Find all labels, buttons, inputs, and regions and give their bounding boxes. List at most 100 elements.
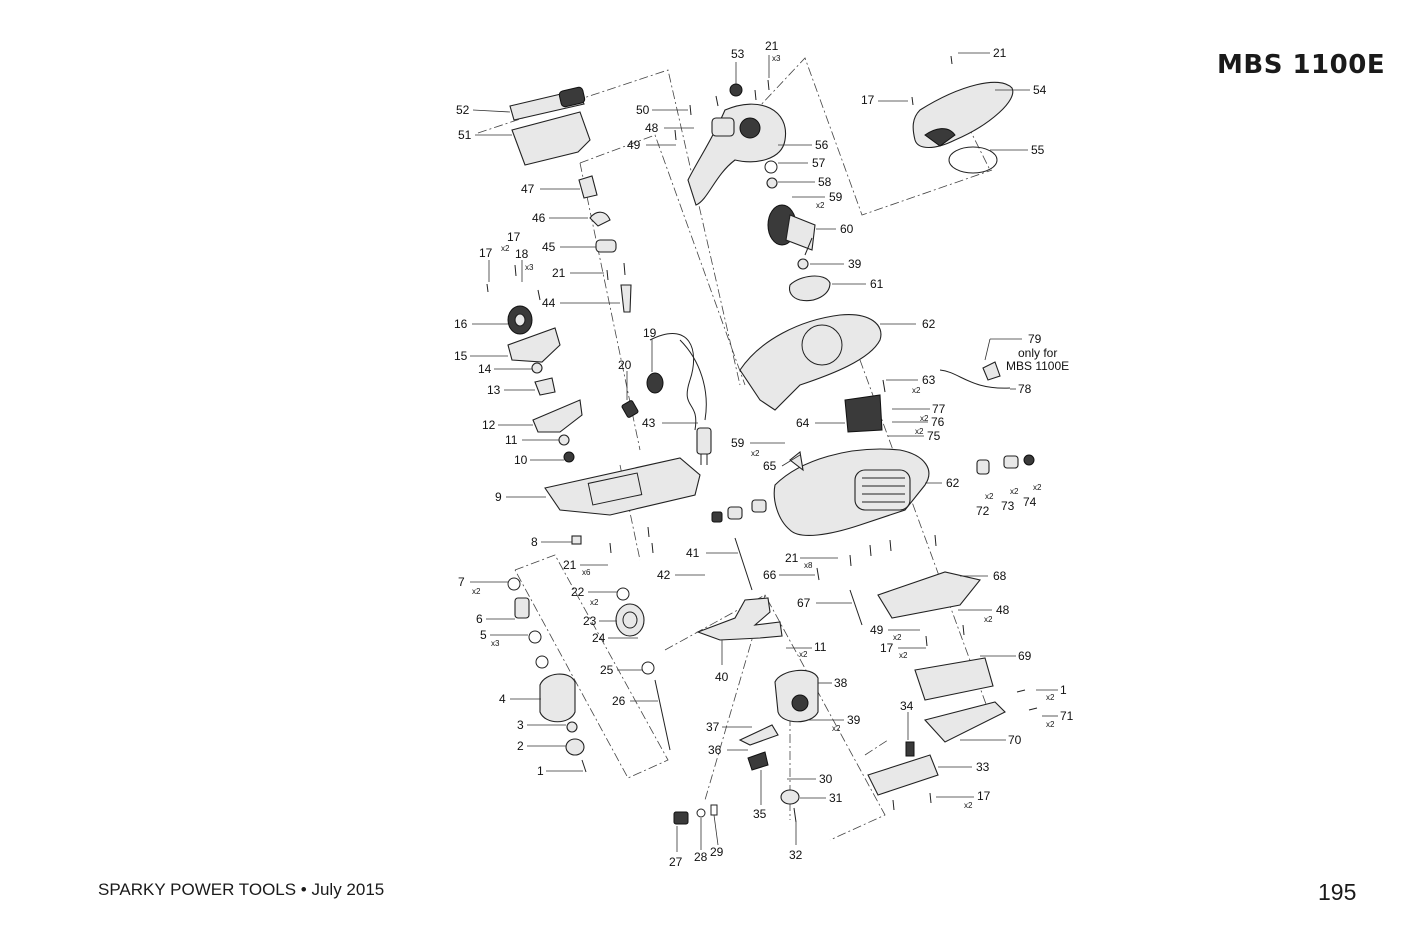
part-number-label: 37 (706, 720, 720, 734)
part-number-label: 10 (514, 453, 528, 467)
part-number-label: 17 (861, 93, 875, 107)
part-number-label: 32 (789, 848, 803, 862)
part-number-label: 21 (563, 558, 577, 572)
part-number-label: 59 (829, 190, 843, 204)
quantity-label: x2 (964, 801, 973, 810)
part-number-label: 29 (710, 845, 724, 859)
part-number-label: 68 (993, 569, 1007, 583)
quantity-label: x2 (1046, 693, 1055, 702)
part-number-label: 77 (932, 402, 946, 416)
part-number-label: 39 (848, 257, 862, 271)
part-number-label: 22 (571, 585, 585, 599)
part-number-label: 38 (834, 676, 848, 690)
part-number-label: 73 (1001, 499, 1015, 513)
part-number-label: 42 (657, 568, 671, 582)
quantity-label: x2 (920, 414, 929, 423)
part-number-label: 51 (458, 128, 472, 142)
part-number-label: 47 (521, 182, 535, 196)
part-number-label: 40 (715, 670, 729, 684)
quantity-label: x2 (912, 386, 921, 395)
model-title: MBS 1100E (1217, 50, 1386, 80)
part-number-label: 16 (454, 317, 468, 331)
quantity-label: x2 (501, 244, 510, 253)
part-number-label: 53 (731, 47, 745, 61)
part-number-label: 44 (542, 296, 556, 310)
part-number-label: 17 (479, 246, 493, 260)
part-number-label: 75 (927, 429, 941, 443)
part-number-label: 7 (458, 575, 465, 589)
part-number-label: 9 (495, 490, 502, 504)
part-number-label: 65 (763, 459, 777, 473)
quantity-label: x2 (899, 651, 908, 660)
quantity-label: x2 (985, 492, 994, 501)
quantity-label: x2 (1046, 720, 1055, 729)
part-number-label: 54 (1033, 83, 1047, 97)
quantity-label: x2 (751, 449, 760, 458)
part-number-label: 11 (814, 640, 827, 654)
part-illustrations (486, 55, 1038, 825)
part-number-label: 18 (515, 247, 529, 261)
part-number-label: 21 (785, 551, 799, 565)
quantity-label: x2 (984, 615, 993, 624)
part-number-label: 64 (796, 416, 810, 430)
part-number-label: 21 (993, 46, 1007, 60)
part-number-label: 45 (542, 240, 556, 254)
quantity-label: x2 (1033, 483, 1042, 492)
part-number-label: 63 (922, 373, 936, 387)
part-number-label: 66 (763, 568, 777, 582)
part-number-label: 33 (976, 760, 990, 774)
note-model: MBS 1100E (1006, 359, 1069, 373)
part-number-label: 58 (818, 175, 832, 189)
part-number-label: 28 (694, 850, 708, 864)
part-number-label: 57 (812, 156, 826, 170)
part-number-label: 34 (900, 699, 914, 713)
part-number-label: 67 (797, 596, 811, 610)
part-number-label: 23 (583, 614, 597, 628)
part-number-label: 76 (931, 415, 945, 429)
part-number-label: 4 (499, 692, 506, 706)
part-number-label: 5 (480, 628, 487, 642)
part-number-label: 1 (537, 764, 544, 778)
footer-brand-date: SPARKY POWER TOOLS • July 2015 (98, 880, 385, 899)
quantity-label: x2 (472, 587, 481, 596)
part-number-label: 27 (669, 855, 683, 869)
part-number-label: 19 (643, 326, 657, 340)
part-number-label: 17 (507, 230, 521, 244)
part-number-label: 3 (517, 718, 524, 732)
part-number-label: 78 (1018, 382, 1032, 396)
quantity-label: x2 (799, 650, 808, 659)
quantity-label: x3 (491, 639, 500, 648)
quantity-label: x2 (816, 201, 825, 210)
page-number: 195 (1318, 879, 1357, 905)
part-number-label: 72 (976, 504, 990, 518)
part-number-label: 21 (765, 39, 779, 53)
part-number-label: 24 (592, 631, 606, 645)
part-number-label: 60 (840, 222, 854, 236)
part-number-label: 56 (815, 138, 829, 152)
quantity-label: x3 (772, 54, 781, 63)
quantity-label: x3 (525, 263, 534, 272)
part-number-label: 21 (552, 266, 566, 280)
part-number-label: 43 (642, 416, 656, 430)
part-number-label: 30 (819, 772, 833, 786)
fan-grille (854, 469, 911, 511)
part-number-label: 31 (829, 791, 843, 805)
part-number-label: 6 (476, 612, 483, 626)
part-number-label: 59 (731, 436, 745, 450)
part-number-label: 46 (532, 211, 546, 225)
part-number-label: 70 (1008, 733, 1022, 747)
quantity-label: x2 (590, 598, 599, 607)
quantity-label: x2 (1010, 487, 1019, 496)
note-only-for: only for (1018, 346, 1057, 360)
part-number-label: 14 (478, 362, 492, 376)
part-number-label: 49 (627, 138, 641, 152)
part-number-label: 8 (531, 535, 538, 549)
part-number-label: 79 (1028, 332, 1042, 346)
part-number-label: 41 (686, 546, 700, 560)
part-number-label: 69 (1018, 649, 1032, 663)
part-number-label: 71 (1060, 709, 1074, 723)
part-number-label: 52 (456, 103, 470, 117)
part-number-label: 36 (708, 743, 722, 757)
